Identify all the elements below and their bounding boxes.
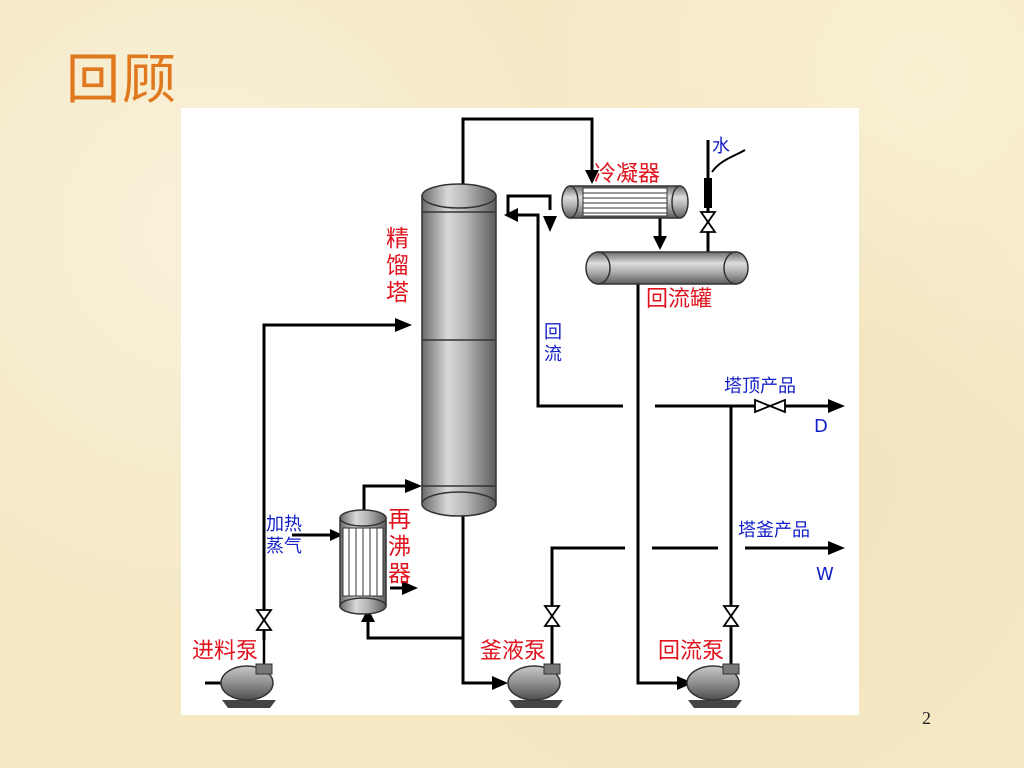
column-bottom-line <box>461 512 495 685</box>
label-reboiler-1: 再 <box>388 507 411 533</box>
label-top-product-symbol: D <box>814 416 828 437</box>
distillation-column <box>421 183 497 517</box>
label-water: 水 <box>712 136 730 157</box>
arrow-condensate <box>653 236 667 250</box>
label-column-1: 精 <box>386 226 409 252</box>
stream-labels: 水 回 流 塔顶产品 D 塔釜产品 W 加热 蒸气 <box>266 136 834 585</box>
arrow-reflux-down <box>543 216 557 232</box>
reboiler-inlet-line <box>366 618 463 640</box>
arrow-bottoms-pump <box>492 676 508 690</box>
bottoms-pump-discharge-line <box>550 546 625 668</box>
label-reboiler-3: 器 <box>388 561 411 587</box>
label-column-2: 馏 <box>386 253 409 279</box>
flow-arrows <box>330 170 845 690</box>
feed-line <box>262 323 398 640</box>
valves <box>255 211 786 631</box>
arrow-condenser-in <box>585 170 599 184</box>
label-reflux-1: 回 <box>544 322 562 343</box>
reboiler <box>339 509 387 615</box>
reboiler-vapour-line <box>362 484 408 510</box>
pump-bottoms <box>507 663 563 708</box>
label-reflux-pump: 回流泵 <box>658 639 724 664</box>
equipment-labels: 精 馏 塔 冷凝器 回流罐 再 沸 器 进料泵 釜液泵 回流泵 <box>192 162 724 664</box>
arrow-reboiler-outlet <box>402 581 418 595</box>
pump-feed <box>220 663 276 708</box>
arrow-feed <box>395 318 412 332</box>
label-reboiler-2: 沸 <box>388 534 411 560</box>
arrow-steam <box>330 529 343 541</box>
water-inlet-curve <box>711 149 746 173</box>
vapour-line <box>461 117 594 185</box>
label-bottoms-pump: 釜液泵 <box>480 639 546 664</box>
valve-feed <box>255 609 273 631</box>
label-column-3: 塔 <box>386 280 409 306</box>
reflux-return-line <box>506 194 623 408</box>
label-feed-pump: 进料泵 <box>192 639 258 664</box>
label-bottom-product: 塔釜产品 <box>738 520 810 541</box>
water-valve-actuator <box>704 178 712 208</box>
diagram-panel: 精 馏 塔 冷凝器 回流罐 再 沸 器 进料泵 釜液泵 回流泵 水 回 流 塔顶… <box>181 108 859 715</box>
reflux-drum-outlet-line <box>636 284 680 685</box>
reflux-drum <box>585 251 749 285</box>
label-reflux-drum: 回流罐 <box>646 287 712 312</box>
label-top-product: 塔顶产品 <box>724 376 796 397</box>
arrow-reboiler-inlet <box>361 608 375 622</box>
label-heating-steam-1: 加热 <box>266 514 302 535</box>
pipe-lines <box>205 117 830 685</box>
arrow-reflux-pump <box>677 676 693 690</box>
label-bottom-product-symbol: W <box>816 564 834 585</box>
label-heating-steam-2: 蒸气 <box>266 536 302 557</box>
distillation-process-diagram: 精 馏 塔 冷凝器 回流罐 再 沸 器 进料泵 釜液泵 回流泵 水 回 流 塔顶… <box>192 117 845 708</box>
pump-reflux <box>686 663 742 708</box>
page-number: 2 <box>922 708 931 728</box>
valve-bottoms <box>543 605 561 627</box>
arrow-bottom-product <box>828 541 845 555</box>
label-condenser: 冷凝器 <box>594 162 660 187</box>
arrow-top-product <box>828 399 845 413</box>
arrow-reboiler-vapour <box>405 479 422 493</box>
valve-water <box>699 211 717 233</box>
arrow-reflux-in <box>504 208 518 222</box>
condenser <box>561 185 689 219</box>
label-reflux-2: 流 <box>544 344 562 365</box>
valve-reflux <box>722 605 740 627</box>
slide-title: 回顾 <box>66 48 178 111</box>
valve-top-product <box>754 398 786 414</box>
